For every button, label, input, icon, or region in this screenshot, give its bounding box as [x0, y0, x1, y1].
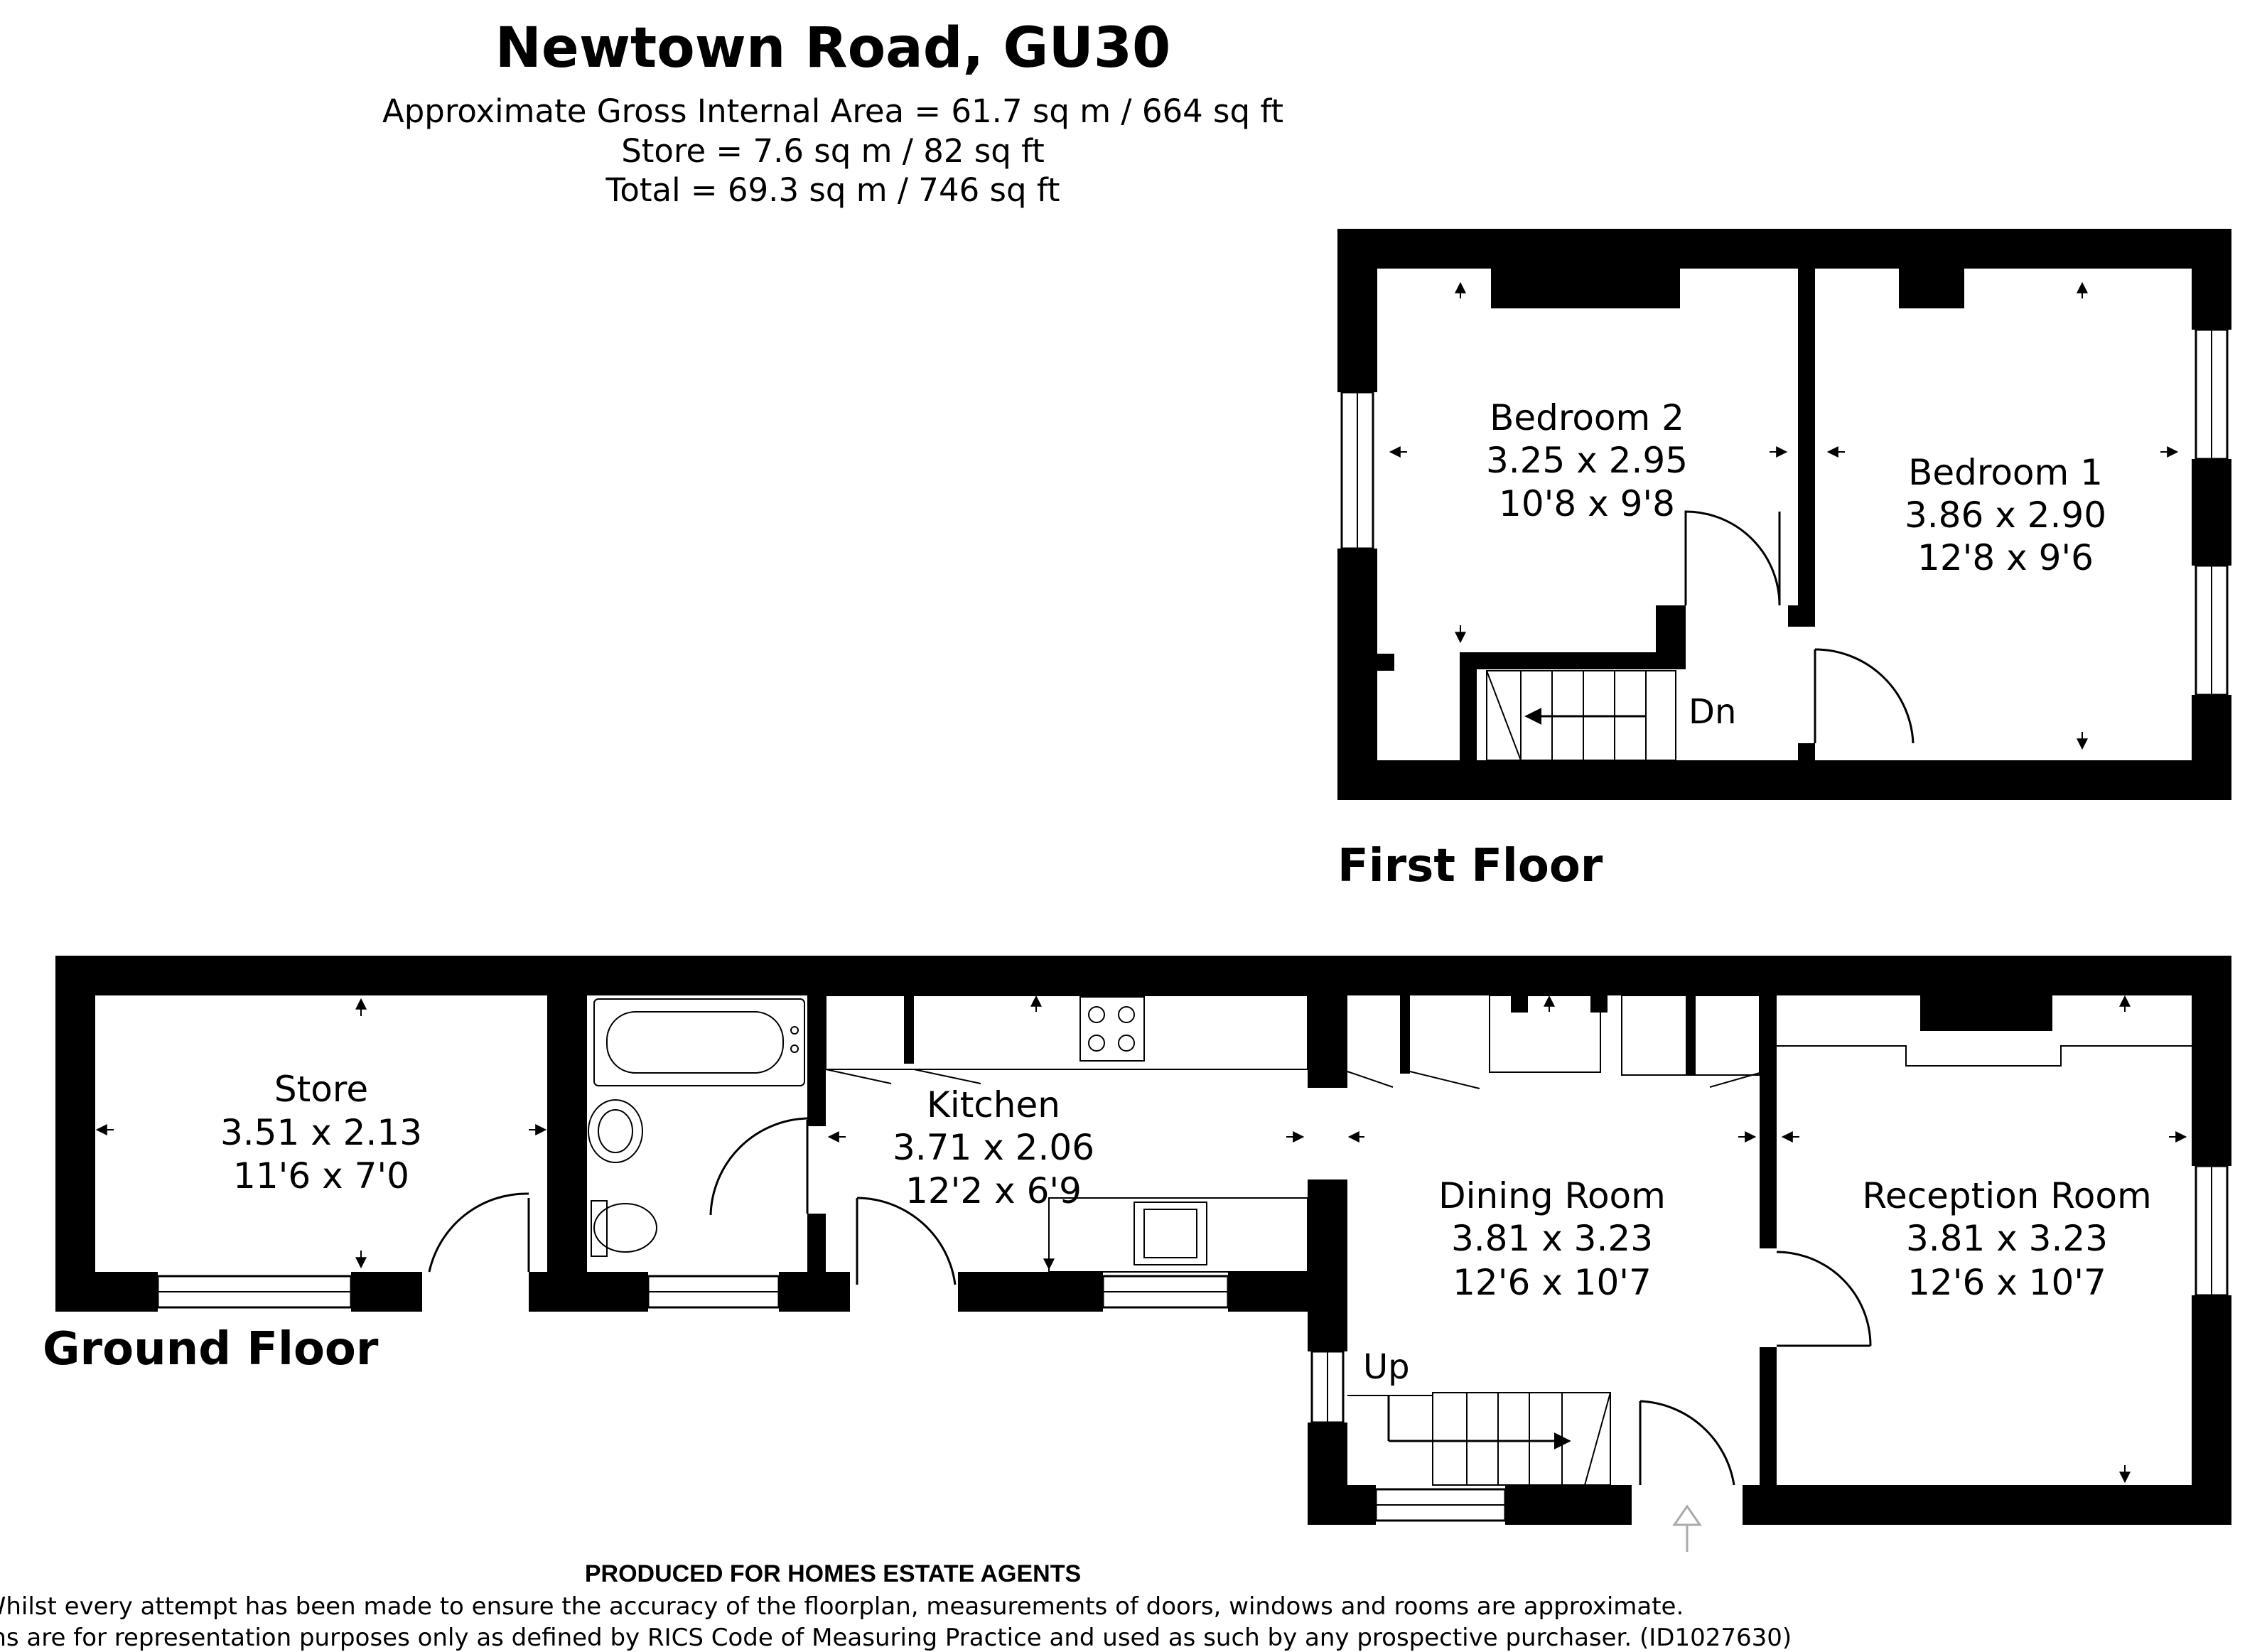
entrance-arrow-icon — [1672, 1504, 1702, 1552]
plan-title: Newtown Road, GU30 — [495, 16, 1171, 80]
room-bedroom-1: Bedroom 1 3.86 x 2.90 12'8 x 9'6 — [1905, 452, 2106, 578]
room-imperial: 12'6 x 10'7 — [1907, 1262, 2106, 1303]
room-metric: 3.71 x 2.06 — [893, 1127, 1094, 1168]
room-metric: 3.81 x 3.23 — [1451, 1218, 1653, 1259]
room-reception-room: Reception Room 3.81 x 3.23 12'6 x 10'7 — [1862, 1175, 2151, 1303]
footer-disclaimer-1: Whilst every attempt has been made to en… — [0, 1592, 1684, 1621]
room-dining-room: Dining Room 3.81 x 3.23 12'6 x 10'7 — [1438, 1175, 1666, 1303]
footer-heading: PRODUCED FOR HOMES ESTATE AGENTS — [585, 1560, 1081, 1587]
room-store: Store 3.51 x 2.13 11'6 x 7'0 — [220, 1069, 422, 1197]
room-imperial: 12'8 x 9'6 — [1917, 537, 2094, 578]
room-name: Dining Room — [1438, 1175, 1666, 1216]
room-metric: 3.51 x 2.13 — [220, 1112, 422, 1153]
ground-floor-plan: Up — [55, 956, 2231, 1552]
room-metric: 3.86 x 2.90 — [1905, 495, 2106, 536]
store-area-line: Store = 7.6 sq m / 82 sq ft — [621, 132, 1045, 170]
first-floor-label: First Floor — [1337, 840, 1603, 892]
room-metric: 3.81 x 3.23 — [1906, 1218, 2108, 1259]
footer-disclaimer-2: These plans are for representation purpo… — [0, 1624, 1792, 1652]
room-name: Reception Room — [1862, 1175, 2151, 1216]
ground-floor-label: Ground Floor — [43, 1323, 379, 1376]
gross-area-line: Approximate Gross Internal Area = 61.7 s… — [382, 92, 1283, 130]
room-kitchen: Kitchen 3.71 x 2.06 12'2 x 6'9 — [893, 1084, 1094, 1211]
room-name: Store — [274, 1069, 368, 1110]
total-area-line: Total = 69.3 sq m / 746 sq ft — [605, 171, 1060, 209]
room-imperial: 12'6 x 10'7 — [1453, 1262, 1652, 1303]
stairs-up-label: Up — [1363, 1347, 1410, 1387]
room-bedroom-2: Bedroom 2 3.25 x 2.95 10'8 x 9'8 — [1486, 397, 1688, 524]
room-name: Bedroom 2 — [1490, 397, 1684, 438]
room-name: Kitchen — [927, 1084, 1060, 1125]
room-metric: 3.25 x 2.95 — [1486, 440, 1688, 481]
stairs-down-label: Dn — [1689, 692, 1736, 732]
room-name: Bedroom 1 — [1908, 452, 2103, 493]
first-floor-plan: Dn — [1337, 229, 2231, 800]
room-imperial: 10'8 x 9'8 — [1499, 483, 1675, 524]
room-imperial: 12'2 x 6'9 — [905, 1170, 1082, 1211]
room-imperial: 11'6 x 7'0 — [233, 1155, 409, 1197]
